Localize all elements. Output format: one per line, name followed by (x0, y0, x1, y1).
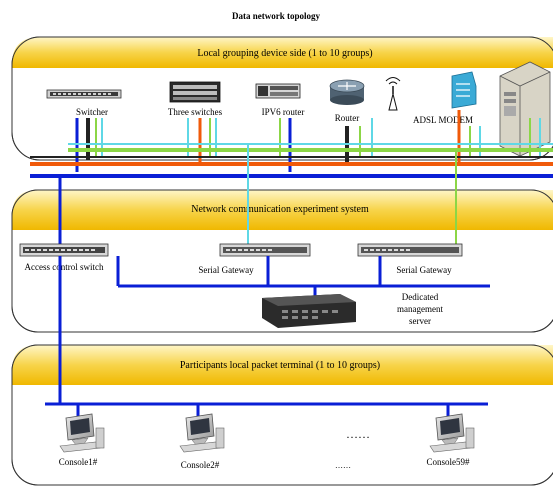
wireless-antenna-icon (385, 77, 401, 111)
router-label: Router (335, 113, 360, 123)
console-59-label: Console59# (426, 457, 470, 467)
console-2-label: Console2# (181, 460, 220, 470)
console-ellipsis-large: …… (346, 427, 370, 441)
serial-gateway-1-label: Serial Gateway (198, 265, 254, 275)
zone-middle: Network communication experiment system (11, 189, 553, 333)
mgmt-server-label-2: management (397, 304, 443, 314)
console-1-computer-icon (59, 413, 105, 453)
mgmt-server-label-1: Dedicated (402, 292, 439, 302)
terminal-bus (45, 402, 488, 418)
zone-top: Local grouping device side (1 to 10 grou… (11, 36, 553, 161)
backbone-buses (30, 143, 553, 178)
router-icon (329, 79, 365, 105)
console-59-computer-icon (429, 413, 475, 453)
adsl-modem-label: ADSL MODEM (413, 115, 473, 125)
vertical-links (58, 144, 457, 244)
diagram-title: Data network topology (232, 11, 320, 21)
serial-gateway-2-device (357, 243, 463, 257)
zone-middle-label: Network communication experiment system (191, 204, 369, 215)
mgmt-server-label-3: server (409, 316, 431, 326)
console-ellipsis-small: …… (335, 461, 351, 470)
server-tower-icon (499, 61, 551, 157)
console-1-label: Console1# (59, 457, 98, 467)
management-bus (116, 256, 490, 296)
zone-top-label: Local grouping device side (1 to 10 grou… (197, 48, 372, 59)
zone-bottom-label: Participants local packet terminal (1 to… (180, 360, 380, 371)
zone-bottom: Participants local packet terminal (1 to… (11, 344, 553, 486)
console-2-computer-icon (179, 413, 225, 453)
serial-gateway-2-label: Serial Gateway (396, 265, 452, 275)
serial-gateway-1-device (219, 243, 311, 257)
switcher-device (46, 89, 122, 99)
ipv6-router-label: IPV6 router (262, 107, 305, 117)
three-switches-device (169, 81, 221, 103)
access-control-switch-label: Access control switch (25, 262, 104, 272)
ipv6-router-device (255, 83, 301, 99)
switcher-label: Switcher (76, 107, 108, 117)
access-control-switch-device (19, 243, 109, 257)
adsl-modem-device (451, 71, 477, 109)
management-server-icon (262, 294, 356, 328)
three-switches-label: Three switches (168, 107, 223, 117)
